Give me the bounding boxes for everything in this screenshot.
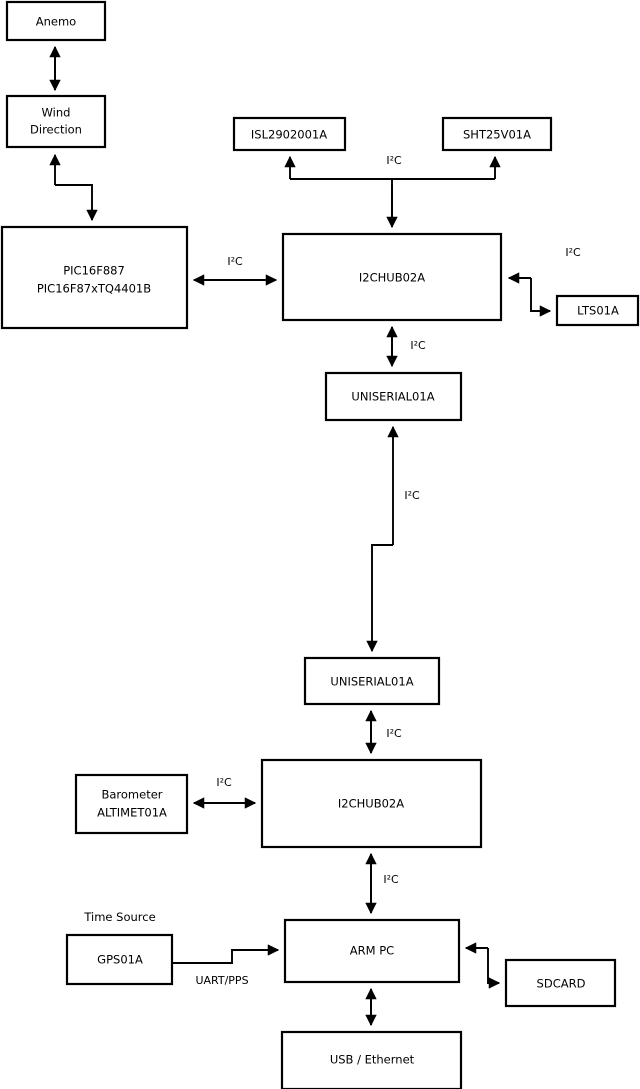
- node-uniserial01a-upper-box[interactable]: [324, 371, 463, 422]
- node-i2chub02a-top-box[interactable]: [281, 232, 503, 322]
- node-barometer[interactable]: Barometer ALTIMET01A: [74, 773, 189, 835]
- node-isl2902001a-box[interactable]: [232, 116, 347, 152]
- node-i2chub02a-bottom-label: I2CHUB02A: [338, 797, 404, 811]
- edge-pic-hub-top: I²C: [192, 255, 278, 286]
- edge-label-hub-armpc: I²C: [383, 873, 399, 886]
- node-gps01a-box[interactable]: [65, 933, 174, 986]
- node-pic-label-line1: PIC16F887: [63, 264, 125, 278]
- edge-label-hub-uniserial: I²C: [410, 339, 426, 352]
- edge-label-barometer-hub: I²C: [216, 776, 232, 789]
- node-usb-ethernet-box[interactable]: [280, 1030, 463, 1089]
- edge-layer: I²C I²C I²C I²C I²C: [49, 45, 581, 1027]
- edge-uniserial-hub-bot: I²C: [365, 709, 402, 755]
- edge-barometer-hub-bot: I²C: [192, 776, 257, 809]
- node-pic-label-line2: PIC16F87xTQ4401B: [37, 282, 151, 296]
- node-uniserial01a-upper[interactable]: UNISERIAL01A: [324, 371, 463, 422]
- node-anemo-label: Anemo: [36, 15, 76, 29]
- time-source-label: Time Source: [83, 910, 155, 924]
- node-sdcard-label: SDCARD: [537, 977, 586, 991]
- node-wind-direction-label-line2: Direction: [30, 123, 82, 137]
- node-uniserial01a-lower-label: UNISERIAL01A: [330, 675, 413, 689]
- edge-label-hub-lts: I²C: [565, 246, 581, 259]
- edge-gps-armpc: UART/PPS: [172, 944, 280, 987]
- node-sdcard-box[interactable]: [504, 958, 617, 1008]
- edge-label-uniserial-hub: I²C: [386, 727, 402, 740]
- node-wind-direction-label-line1: Wind: [42, 106, 71, 120]
- node-i2chub02a-top-label: I2CHUB02A: [359, 271, 425, 285]
- node-sdcard[interactable]: SDCARD: [504, 958, 617, 1008]
- edge-arrow-sdcard: [487, 948, 501, 989]
- node-i2chub02a-bottom[interactable]: I2CHUB02A: [260, 758, 483, 849]
- node-wind-direction-box[interactable]: [5, 94, 107, 149]
- node-uniserial01a-lower[interactable]: UNISERIAL01A: [303, 656, 441, 706]
- node-sht25v01a-label: SHT25V01A: [463, 128, 531, 142]
- node-usb-ethernet-label: USB / Ethernet: [330, 1053, 415, 1067]
- node-uniserial01a-upper-label: UNISERIAL01A: [351, 390, 434, 404]
- node-arm-pc-box[interactable]: [283, 918, 461, 984]
- node-barometer-label-line2: ALTIMET01A: [97, 806, 167, 820]
- node-pic[interactable]: PIC16F887 PIC16F87xTQ4401B: [0, 225, 189, 330]
- node-barometer-label-line1: Barometer: [101, 788, 162, 802]
- edge-label-uniserial-uniserial: I²C: [404, 489, 420, 502]
- edge-hub-bot-armpc: I²C: [365, 852, 399, 915]
- node-usb-ethernet[interactable]: USB / Ethernet: [280, 1030, 463, 1089]
- node-isl2902001a-label: ISL2902001A: [251, 128, 327, 142]
- edge-arrow-lts: [530, 278, 552, 317]
- edge-label-gps-armpc: UART/PPS: [195, 974, 248, 987]
- node-i2chub02a-top[interactable]: I2CHUB02A: [281, 232, 503, 322]
- node-i2chub02a-bottom-box[interactable]: [260, 758, 483, 849]
- node-lts01a-box[interactable]: [555, 294, 640, 327]
- node-lts01a[interactable]: LTS01A: [555, 294, 640, 327]
- node-lts01a-label: LTS01A: [577, 304, 619, 318]
- edge-arrow-down: [55, 184, 98, 222]
- node-pic-box[interactable]: [0, 225, 189, 330]
- edge-hub-top-sensors: I²C: [284, 154, 501, 229]
- node-gps01a-label: GPS01A: [97, 953, 143, 967]
- node-sht25v01a-box[interactable]: [441, 116, 553, 152]
- node-barometer-box[interactable]: [74, 773, 189, 835]
- node-anemo-box[interactable]: [5, 0, 107, 42]
- edge-label-pic-hub: I²C: [227, 255, 243, 268]
- edge-label-hub-sensors: I²C: [386, 154, 402, 167]
- edge-wind-pic: [49, 153, 98, 222]
- node-isl2902001a[interactable]: ISL2902001A: [232, 116, 347, 152]
- node-wind-direction[interactable]: Wind Direction: [5, 94, 107, 149]
- node-arm-pc[interactable]: ARM PC: [283, 918, 461, 984]
- edge-arrow-down: [366, 544, 393, 653]
- node-gps01a[interactable]: GPS01A: [65, 933, 174, 986]
- node-sht25v01a[interactable]: SHT25V01A: [441, 116, 553, 152]
- node-uniserial01a-lower-box[interactable]: [303, 656, 441, 706]
- edge-hub-top-lts: I²C: [507, 246, 581, 317]
- edge-hub-top-uniserial: I²C: [386, 325, 426, 368]
- edge-arrow-right: [172, 944, 280, 964]
- node-arm-pc-label: ARM PC: [350, 944, 394, 958]
- free-label-layer: Time Source: [83, 910, 155, 924]
- edge-armpc-sdcard: [464, 942, 501, 989]
- edge-uniserial-uniserial: I²C: [366, 425, 420, 653]
- node-anemo[interactable]: Anemo: [5, 0, 107, 42]
